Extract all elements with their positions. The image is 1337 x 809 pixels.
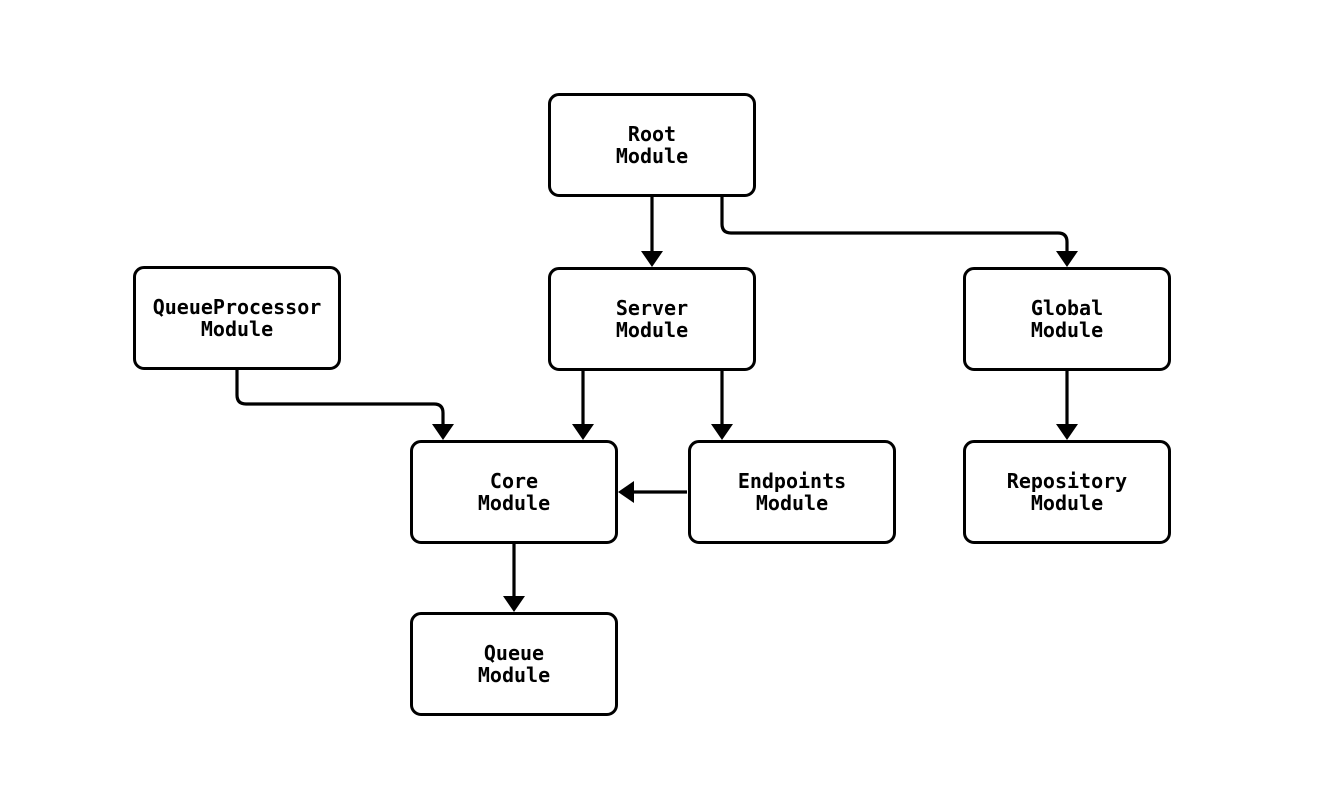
node-endpoints-module: Endpoints Module: [688, 440, 896, 544]
node-server-module-label: Server Module: [615, 296, 689, 342]
arrowhead-server-core: [572, 424, 594, 440]
node-endpoints-module-label: Endpoints Module: [737, 469, 847, 515]
edge-root-global: [720, 197, 1069, 253]
node-repository-module-label: Repository Module: [1006, 469, 1128, 515]
node-queue-module-label: Queue Module: [477, 641, 551, 687]
arrowhead-server-endpoints: [711, 424, 733, 440]
node-core-module: Core Module: [410, 440, 618, 544]
node-root-module-label: Root Module: [615, 122, 689, 168]
arrowhead-core-queue: [503, 596, 525, 612]
node-global-module: Global Module: [963, 267, 1171, 371]
arrowhead-root-global: [1056, 251, 1078, 267]
node-repository-module: Repository Module: [963, 440, 1171, 544]
node-queueprocessor-module-label: QueueProcessor Module: [152, 295, 322, 341]
arrowhead-queueprocessor-core: [432, 424, 454, 440]
node-queue-module: Queue Module: [410, 612, 618, 716]
arrowhead-endpoints-core: [618, 481, 634, 503]
edge-queueprocessor-core: [235, 370, 445, 426]
node-root-module: Root Module: [548, 93, 756, 197]
arrowhead-global-repository: [1056, 424, 1078, 440]
arrowhead-root-server: [641, 251, 663, 267]
node-core-module-label: Core Module: [477, 469, 551, 515]
node-queueprocessor-module: QueueProcessor Module: [133, 266, 341, 370]
node-server-module: Server Module: [548, 267, 756, 371]
node-global-module-label: Global Module: [1030, 296, 1104, 342]
